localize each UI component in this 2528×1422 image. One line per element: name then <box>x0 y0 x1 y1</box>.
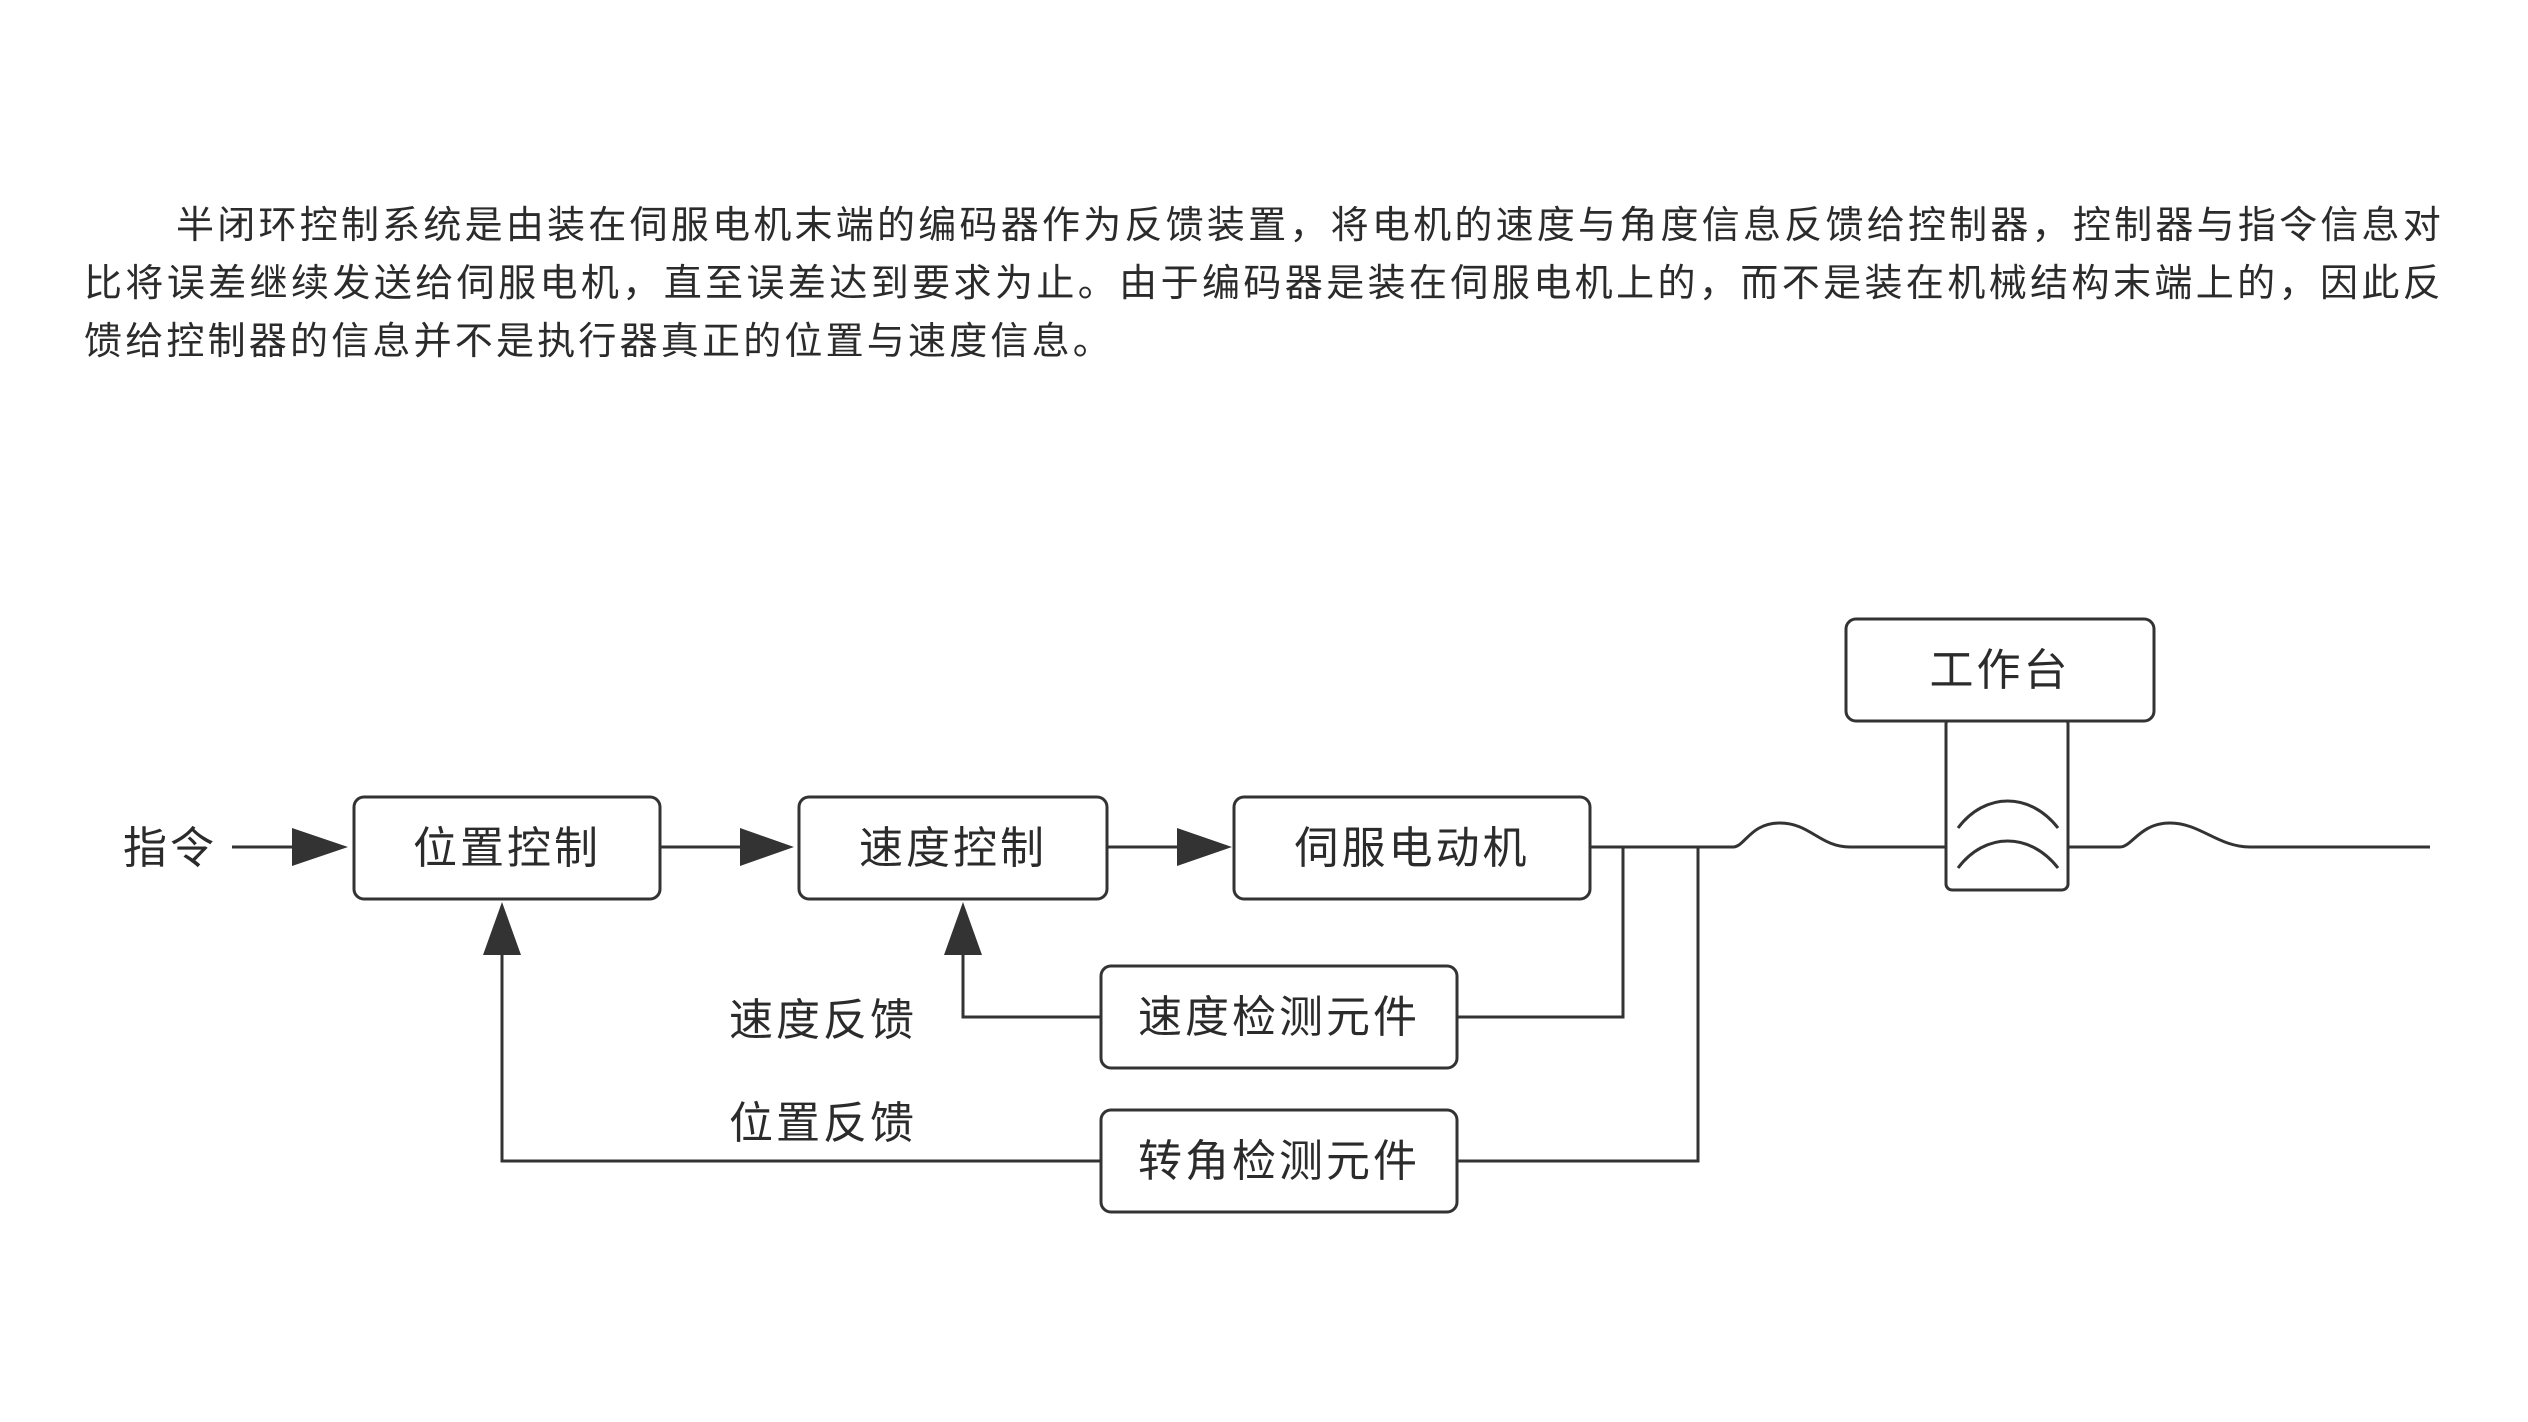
motor-shaft-line <box>1590 821 1946 849</box>
speed-sensor-label: 速度检测元件 <box>1138 992 1420 1043</box>
speed-feedback-line <box>961 950 1101 1019</box>
position-feedback-line <box>500 950 1101 1163</box>
worktable-label: 工作台 <box>1930 645 2071 696</box>
worktable-box <box>1844 617 2156 723</box>
speed-control-label: 速度控制 <box>859 823 1047 874</box>
leadscrew-line <box>2068 821 2430 849</box>
nut-thread-top-icon <box>1956 799 2060 829</box>
speed-feedback-arrow <box>944 902 982 955</box>
servo-motor-label: 伺服电动机 <box>1295 823 1530 874</box>
angle-sensor-label: 转角检测元件 <box>1138 1136 1420 1187</box>
speed-feedback-label: 速度反馈 <box>729 995 917 1046</box>
position-control-label: 位置控制 <box>413 823 601 874</box>
position-feedback-arrow <box>483 902 521 955</box>
worktable-nut-block <box>1944 716 2070 892</box>
position-feedback-label: 位置反馈 <box>729 1098 917 1149</box>
nut-thread-bottom-icon <box>1956 839 2060 869</box>
speed-tap-line <box>1457 847 1625 1019</box>
angle-tap-line <box>1457 847 1700 1163</box>
command-input-label: 指令 <box>123 823 217 874</box>
command-arrow <box>292 828 348 866</box>
position-to-speed-arrow <box>740 828 794 866</box>
speed-to-motor-arrow <box>1177 828 1232 866</box>
description-paragraph: 半闭环控制系统是由装在伺服电机末端的编码器作为反馈装置，将电机的速度与角度信息反… <box>84 203 2444 363</box>
